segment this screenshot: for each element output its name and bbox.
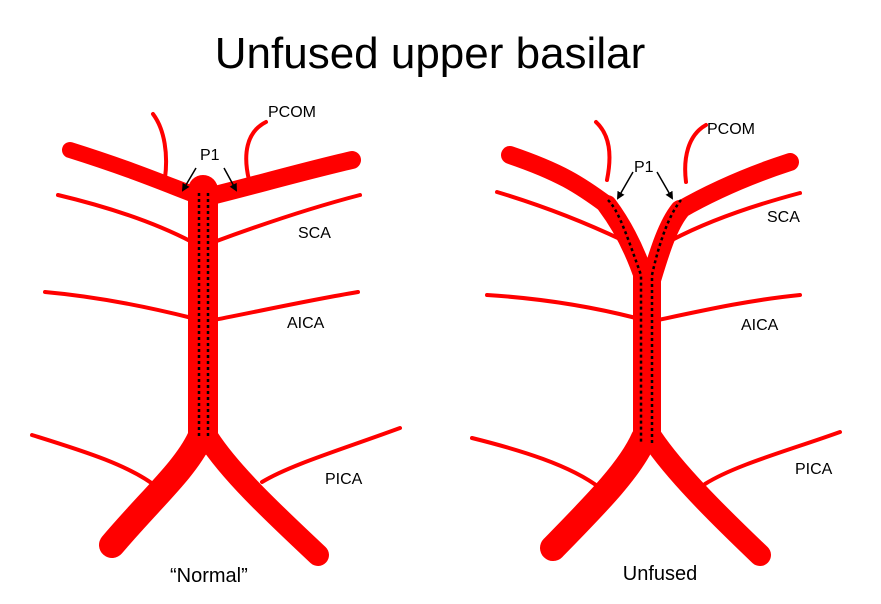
unfused-right-pica-branch (703, 430, 842, 486)
unfused-left-pca (501, 146, 616, 214)
normal-p1-label: P1 (200, 147, 220, 164)
unfused-p1-arrows (617, 171, 673, 200)
unfused-aica-label: AICA (741, 317, 779, 334)
unfused-dotted-outline (607, 199, 682, 443)
unfused-right-pcom-branch (683, 123, 708, 184)
left-pcom-branch (151, 112, 169, 180)
page-title: Unfused upper basilar (215, 29, 645, 78)
unfused-left-limb (597, 195, 655, 290)
unfused-left-pcom-branch (594, 120, 612, 182)
unfused-pcom-label: PCOM (707, 121, 755, 138)
unfused-left-aica-branch (485, 293, 638, 320)
left-pica-branch (30, 433, 160, 490)
unfused-caption: Unfused (623, 563, 698, 585)
normal-p1-arrow-left (181, 167, 197, 192)
unfused-dotted-line-right (650, 199, 682, 443)
unfused-sca-label: SCA (767, 209, 800, 226)
unfused-p1-arrow-left (617, 171, 634, 200)
left-aica-branch (43, 290, 194, 320)
left-vertebral (99, 425, 213, 558)
right-pca (194, 151, 361, 207)
right-pcom-branch (244, 120, 268, 182)
unfused-left-sca-branch (495, 190, 624, 242)
normal-caption: “Normal” (170, 565, 248, 587)
right-vertebral (197, 427, 329, 566)
normal-pcom-label: PCOM (268, 104, 316, 121)
unfused-left-vertebral (540, 425, 657, 561)
unfused-dotted-line-left (607, 199, 643, 443)
unfused-left-pica-branch (470, 436, 602, 490)
panel-unfused (470, 120, 842, 566)
normal-p1-arrow-right (223, 167, 237, 192)
left-pca (62, 142, 211, 206)
unfused-pica-label: PICA (795, 461, 833, 478)
right-pica-branch (260, 426, 402, 484)
unfused-right-sca-branch (670, 191, 802, 242)
normal-aica-label: AICA (287, 315, 325, 332)
unfused-right-pca (671, 153, 799, 219)
normal-sca-label: SCA (298, 225, 331, 242)
unfused-p1-label: P1 (634, 159, 654, 176)
normal-dotted-outline (197, 193, 210, 437)
right-sca-branch (212, 193, 362, 244)
unfused-right-limb (641, 200, 690, 290)
normal-pica-label: PICA (325, 471, 363, 488)
left-sca-branch (56, 193, 194, 244)
unfused-p1-arrow-right (656, 171, 673, 200)
panel-normal (30, 112, 402, 566)
unfused-right-vertebral (641, 427, 771, 566)
unfused-right-aica-branch (656, 293, 802, 322)
right-aica-branch (212, 290, 360, 322)
normal-p1-arrows (181, 167, 237, 192)
